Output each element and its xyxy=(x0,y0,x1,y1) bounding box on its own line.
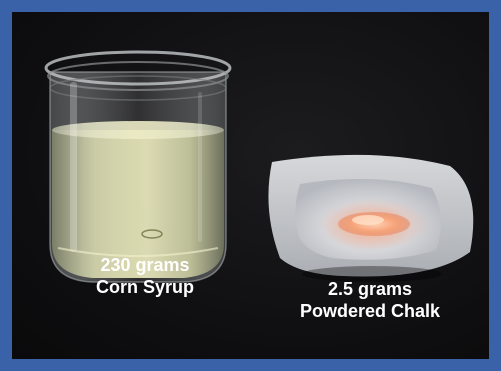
corn-syrup-amount: 230 grams xyxy=(100,255,190,275)
corn-syrup-label: Corn Syrup xyxy=(95,277,194,297)
photograph xyxy=(12,12,489,359)
powdered-chalk-amount: 2.5 grams xyxy=(327,279,413,299)
corn-syrup-caption: 230 grams Corn Syrup xyxy=(70,254,220,298)
weigh-tray-with-chalk xyxy=(268,154,474,282)
powdered-chalk-label: Powdered Chalk xyxy=(299,301,441,321)
powdered-chalk-caption: 2.5 grams Powdered Chalk xyxy=(280,278,460,322)
scene-illustration xyxy=(44,50,474,283)
jar-of-corn-syrup xyxy=(44,50,232,283)
